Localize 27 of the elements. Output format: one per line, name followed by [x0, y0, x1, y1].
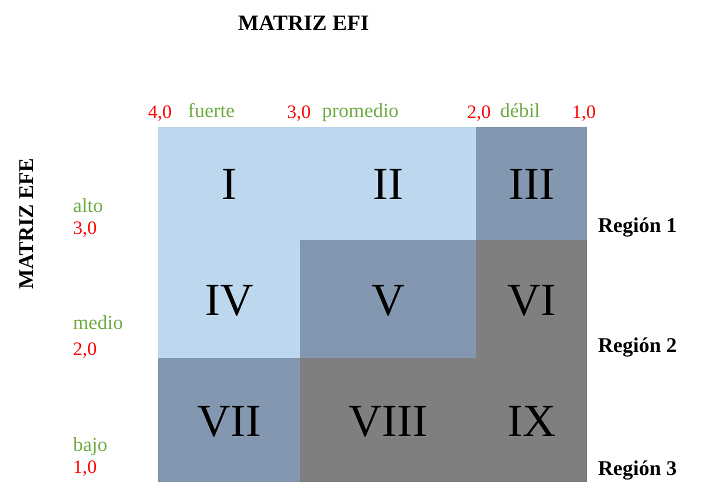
scale-value: 1,0 [572, 103, 596, 122]
matrix-cell: VII [158, 358, 300, 482]
scale-value: 1,0 [73, 458, 97, 477]
scale-label: fuerte [188, 101, 235, 121]
scale-value: 3,0 [287, 103, 311, 122]
region-label: Región 2 [598, 335, 677, 356]
region-label: Región 1 [598, 215, 677, 236]
matrix-cell: IX [476, 358, 587, 482]
matrix-cell: VI [476, 240, 587, 358]
matrix-cell: II [300, 127, 476, 240]
scale-label: alto [73, 196, 103, 216]
matrix-cell: I [158, 127, 300, 240]
matrix-cell: V [300, 240, 476, 358]
scale-label: medio [73, 313, 123, 333]
scale-label: promedio [322, 101, 399, 121]
axis-title: MATRIZ EFE [16, 158, 37, 289]
scale-value: 4,0 [148, 103, 172, 122]
matrix-cell: IV [158, 240, 300, 358]
region-label: Región 3 [598, 458, 677, 479]
scale-value: 3,0 [73, 219, 97, 238]
matrix-cell: VIII [300, 358, 476, 482]
scale-value: 2,0 [467, 103, 491, 122]
matrix-cell: III [476, 127, 587, 240]
scale-label: débil [500, 101, 540, 121]
scale-value: 2,0 [73, 340, 97, 359]
scale-label: bajo [73, 435, 108, 455]
title: MATRIZ EFI [238, 12, 369, 34]
